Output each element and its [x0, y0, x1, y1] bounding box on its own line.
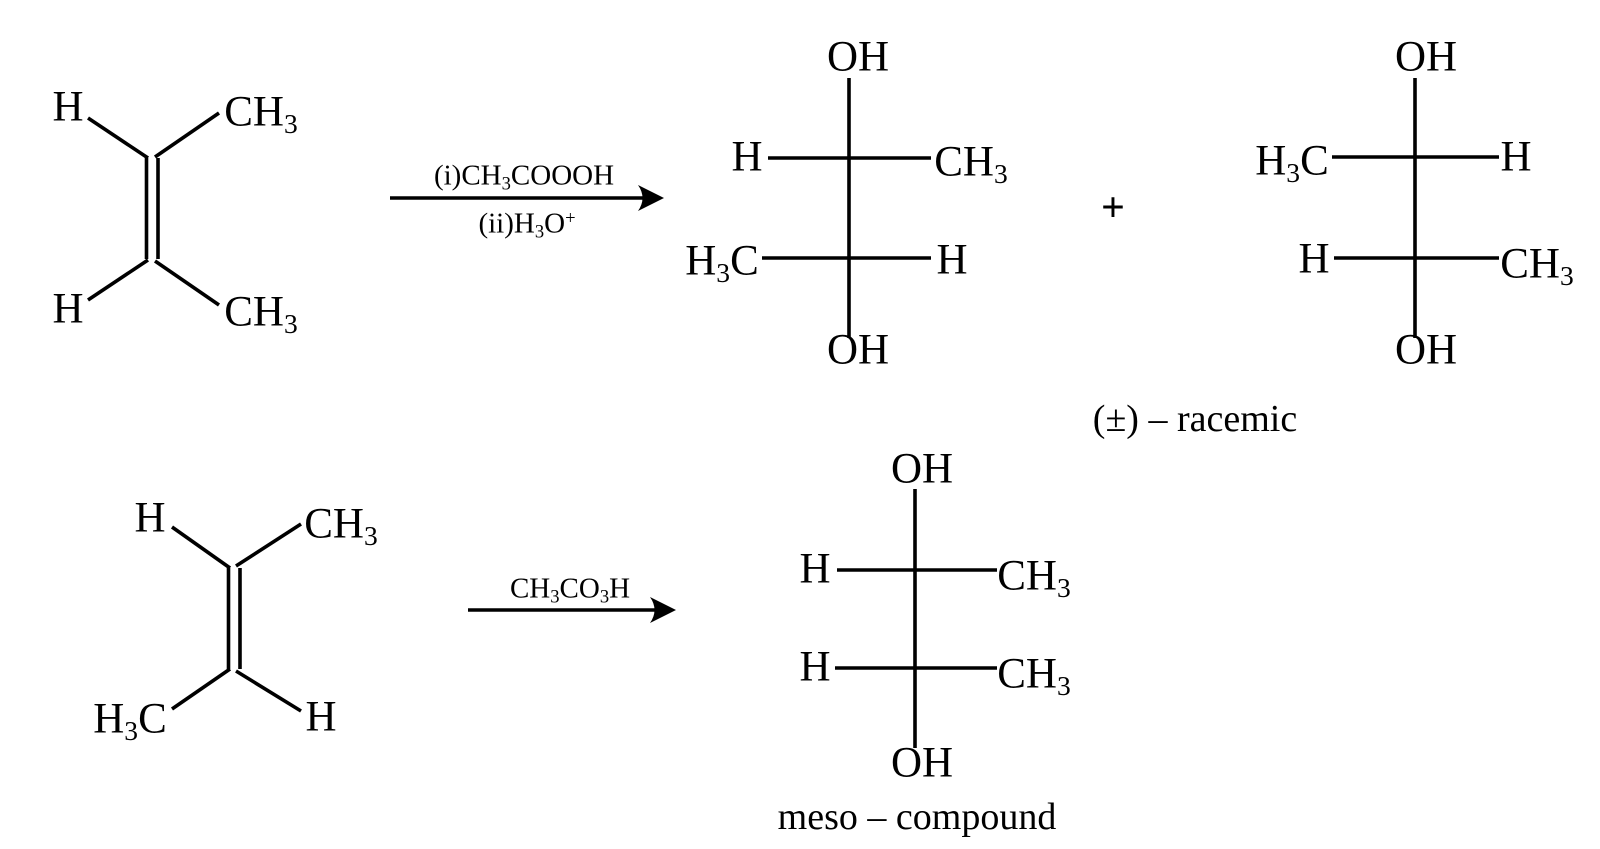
alkene-trans-substituent-bottom-left: H3C: [93, 695, 167, 747]
racemic-label: (±) – racemic: [1092, 398, 1298, 440]
alkene-cis-skeleton: [87, 111, 221, 307]
bond: [153, 111, 221, 159]
arrow-head: [638, 185, 664, 211]
alkene-cis-substituent-top-left: H: [52, 83, 84, 131]
fischer-meso-c1-left: H: [799, 545, 831, 593]
fischer-right-c2-right: CH3: [1500, 240, 1574, 292]
bond: [170, 525, 232, 570]
alkene-cis-substituent-top-right: CH3: [224, 88, 298, 140]
bond: [87, 116, 149, 160]
bond: [170, 667, 232, 711]
reaction-arrow-bottom: [468, 597, 676, 623]
fischer-left-c2-right: H: [936, 236, 968, 284]
fischer-meso-skeleton: [835, 489, 997, 748]
alkene-cis-substituent-bottom-left: H: [52, 285, 84, 333]
fischer-left-c1-right: CH3: [934, 138, 1008, 190]
reaction-arrow-top: [390, 185, 664, 211]
plus-sign: +: [1101, 185, 1125, 231]
fischer-right-oh-bottom: OH: [1394, 326, 1458, 374]
fischer-left-oh-bottom: OH: [826, 326, 890, 374]
fischer-meso-c1-right: CH3: [997, 552, 1071, 604]
bond: [87, 258, 149, 302]
fischer-meso-c2-left: H: [799, 643, 831, 691]
arrow-head: [650, 597, 676, 623]
fischer-left-skeleton: [762, 78, 931, 338]
bond: [153, 259, 221, 307]
alkene-trans-substituent-top-left: H: [134, 494, 166, 542]
reagent-step-2: (ii)H3O+: [478, 207, 576, 243]
bond: [235, 522, 302, 568]
alkene-cis-substituent-bottom-right: CH3: [224, 288, 298, 340]
fischer-left-oh-top: OH: [826, 33, 890, 81]
fischer-left-c1-left: H: [731, 133, 763, 181]
fischer-right-oh-top: OH: [1394, 33, 1458, 81]
fischer-meso-c2-right: CH3: [997, 650, 1071, 702]
alkene-trans-skeleton: [170, 522, 302, 713]
alkene-trans-substituent-bottom-right: H: [305, 693, 337, 741]
fischer-meso-oh-bottom: OH: [890, 739, 954, 787]
bond: [235, 669, 302, 713]
alkene-trans-substituent-top-right: CH3: [304, 500, 378, 552]
fischer-left-c2-left: H3C: [685, 237, 759, 289]
fischer-right-c2-left: H: [1298, 235, 1330, 283]
reagent-peracid: CH3CO3H: [509, 572, 631, 608]
fischer-right-c1-left: H3C: [1255, 137, 1329, 189]
fischer-meso-oh-top: OH: [890, 445, 954, 493]
fischer-right-c1-right: H: [1500, 133, 1532, 181]
meso-label: meso – compound: [777, 796, 1057, 838]
fischer-right-skeleton: [1332, 78, 1499, 338]
reagent-step-1: (i)CH3COOOH: [433, 159, 615, 195]
